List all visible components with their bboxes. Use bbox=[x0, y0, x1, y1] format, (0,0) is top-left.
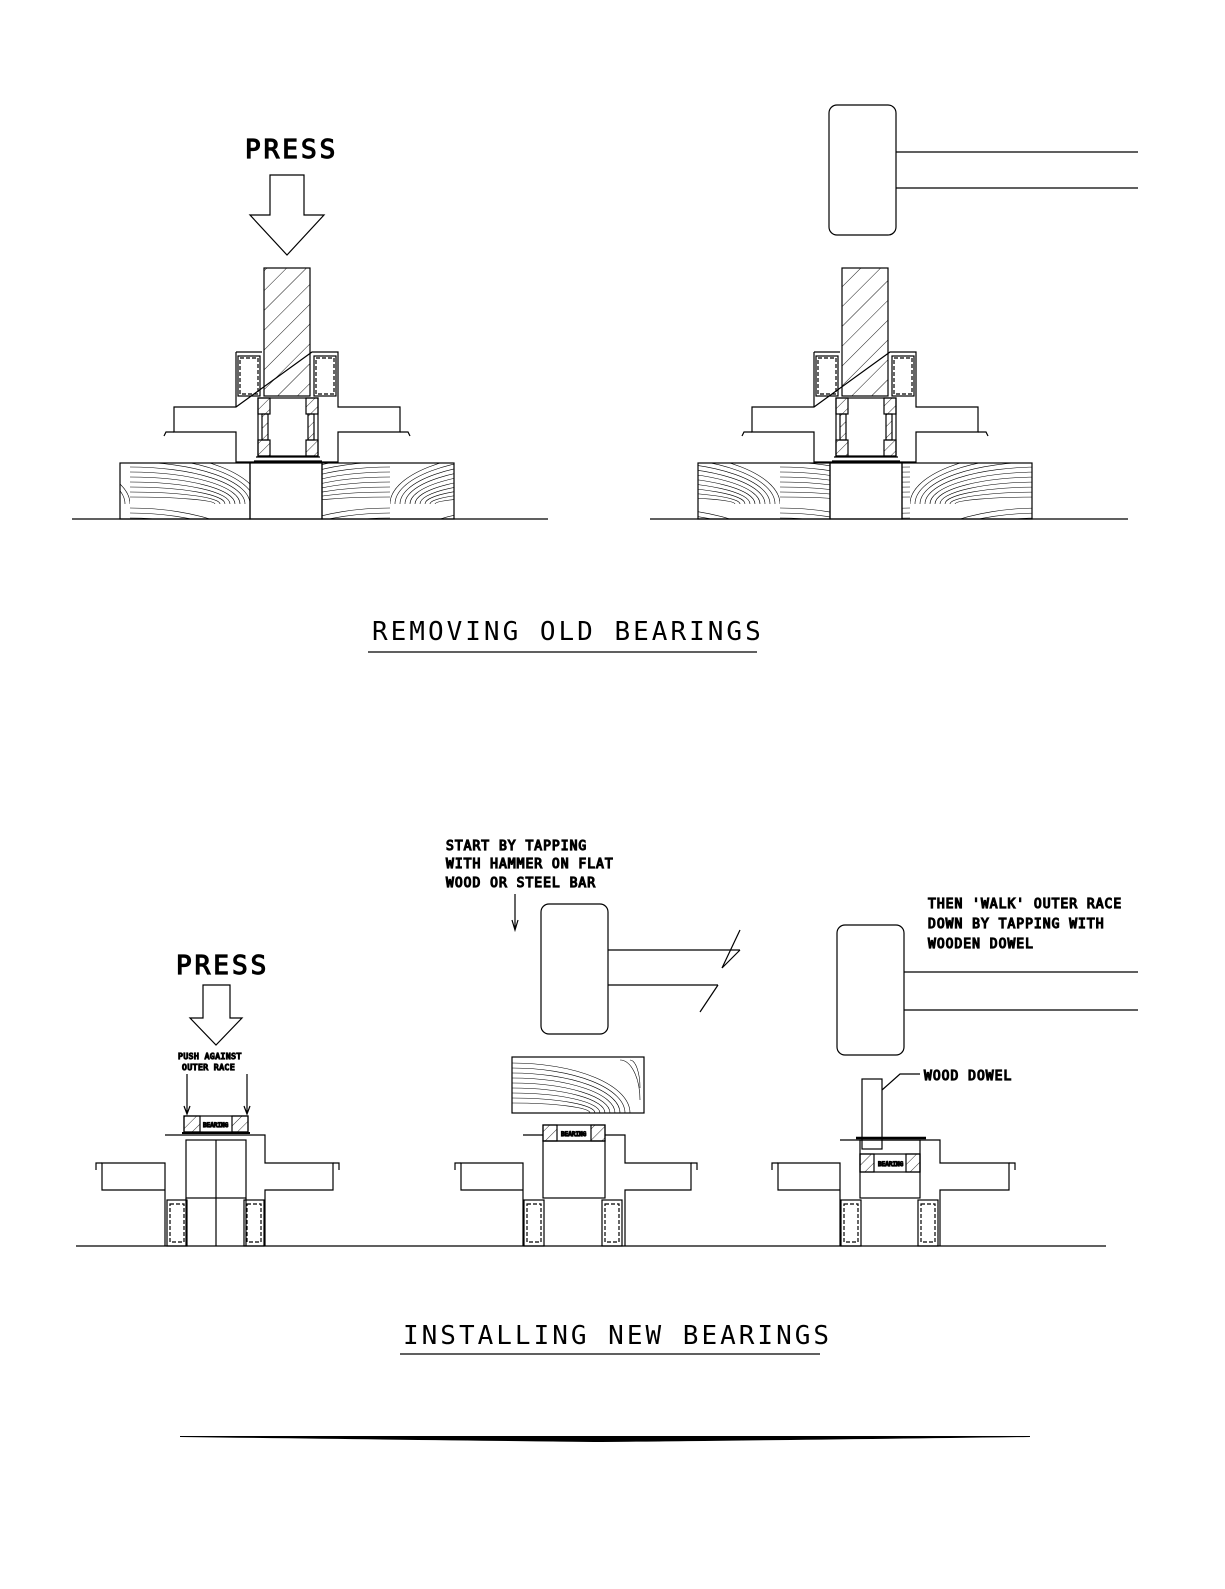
install-hammer-figure: START BY TAPPING WITH HAMMER ON FLAT WOO… bbox=[446, 839, 740, 1246]
removal-press-figure: PRESS bbox=[72, 135, 548, 519]
bearing-label-1: BEARING bbox=[203, 1122, 229, 1129]
installing-title: INSTALLING NEW BEARINGS bbox=[403, 1321, 832, 1351]
push-note-line2: OUTER RACE bbox=[182, 1063, 235, 1072]
bearing-label-2: BEARING bbox=[561, 1131, 587, 1138]
press-arrow-bottom bbox=[190, 985, 242, 1045]
press-arrow-top bbox=[250, 175, 324, 255]
decorative-rule bbox=[180, 1436, 1030, 1442]
flat-wood-bar bbox=[512, 1057, 644, 1113]
press-label-bottom: PRESS bbox=[176, 951, 269, 981]
install-press-figure: PRESS PUSH AGAINST OUTER RACE BEARING bbox=[96, 951, 339, 1246]
wood-block-center bbox=[250, 463, 322, 519]
removal-hammer-figure bbox=[650, 105, 1138, 519]
tap-note-line2: WITH HAMMER ON FLAT bbox=[446, 857, 614, 872]
press-label-top: PRESS bbox=[245, 135, 338, 165]
bearing-label-3: BEARING bbox=[878, 1161, 904, 1168]
install-dowel-figure: THEN 'WALK' OUTER RACE DOWN BY TAPPING W… bbox=[772, 897, 1138, 1246]
drift-bar bbox=[264, 268, 310, 396]
walk-note-line2: DOWN BY TAPPING WITH bbox=[928, 917, 1105, 932]
push-note-line1: PUSH AGAINST bbox=[178, 1052, 242, 1061]
tap-note-line3: WOOD OR STEEL BAR bbox=[446, 876, 596, 891]
hammer-head bbox=[829, 105, 896, 235]
removing-title: REMOVING OLD BEARINGS bbox=[372, 617, 764, 647]
walk-note-line3: WOODEN DOWEL bbox=[928, 937, 1034, 952]
bearing-stack bbox=[254, 398, 322, 461]
walk-note-line1: THEN 'WALK' OUTER RACE bbox=[928, 897, 1122, 912]
hammer-handle bbox=[896, 152, 1138, 188]
wood-block-right bbox=[322, 463, 454, 519]
wood-block-left bbox=[120, 463, 250, 519]
tap-note-line1: START BY TAPPING bbox=[446, 839, 587, 854]
wood-dowel-label: WOOD DOWEL bbox=[924, 1069, 1012, 1084]
